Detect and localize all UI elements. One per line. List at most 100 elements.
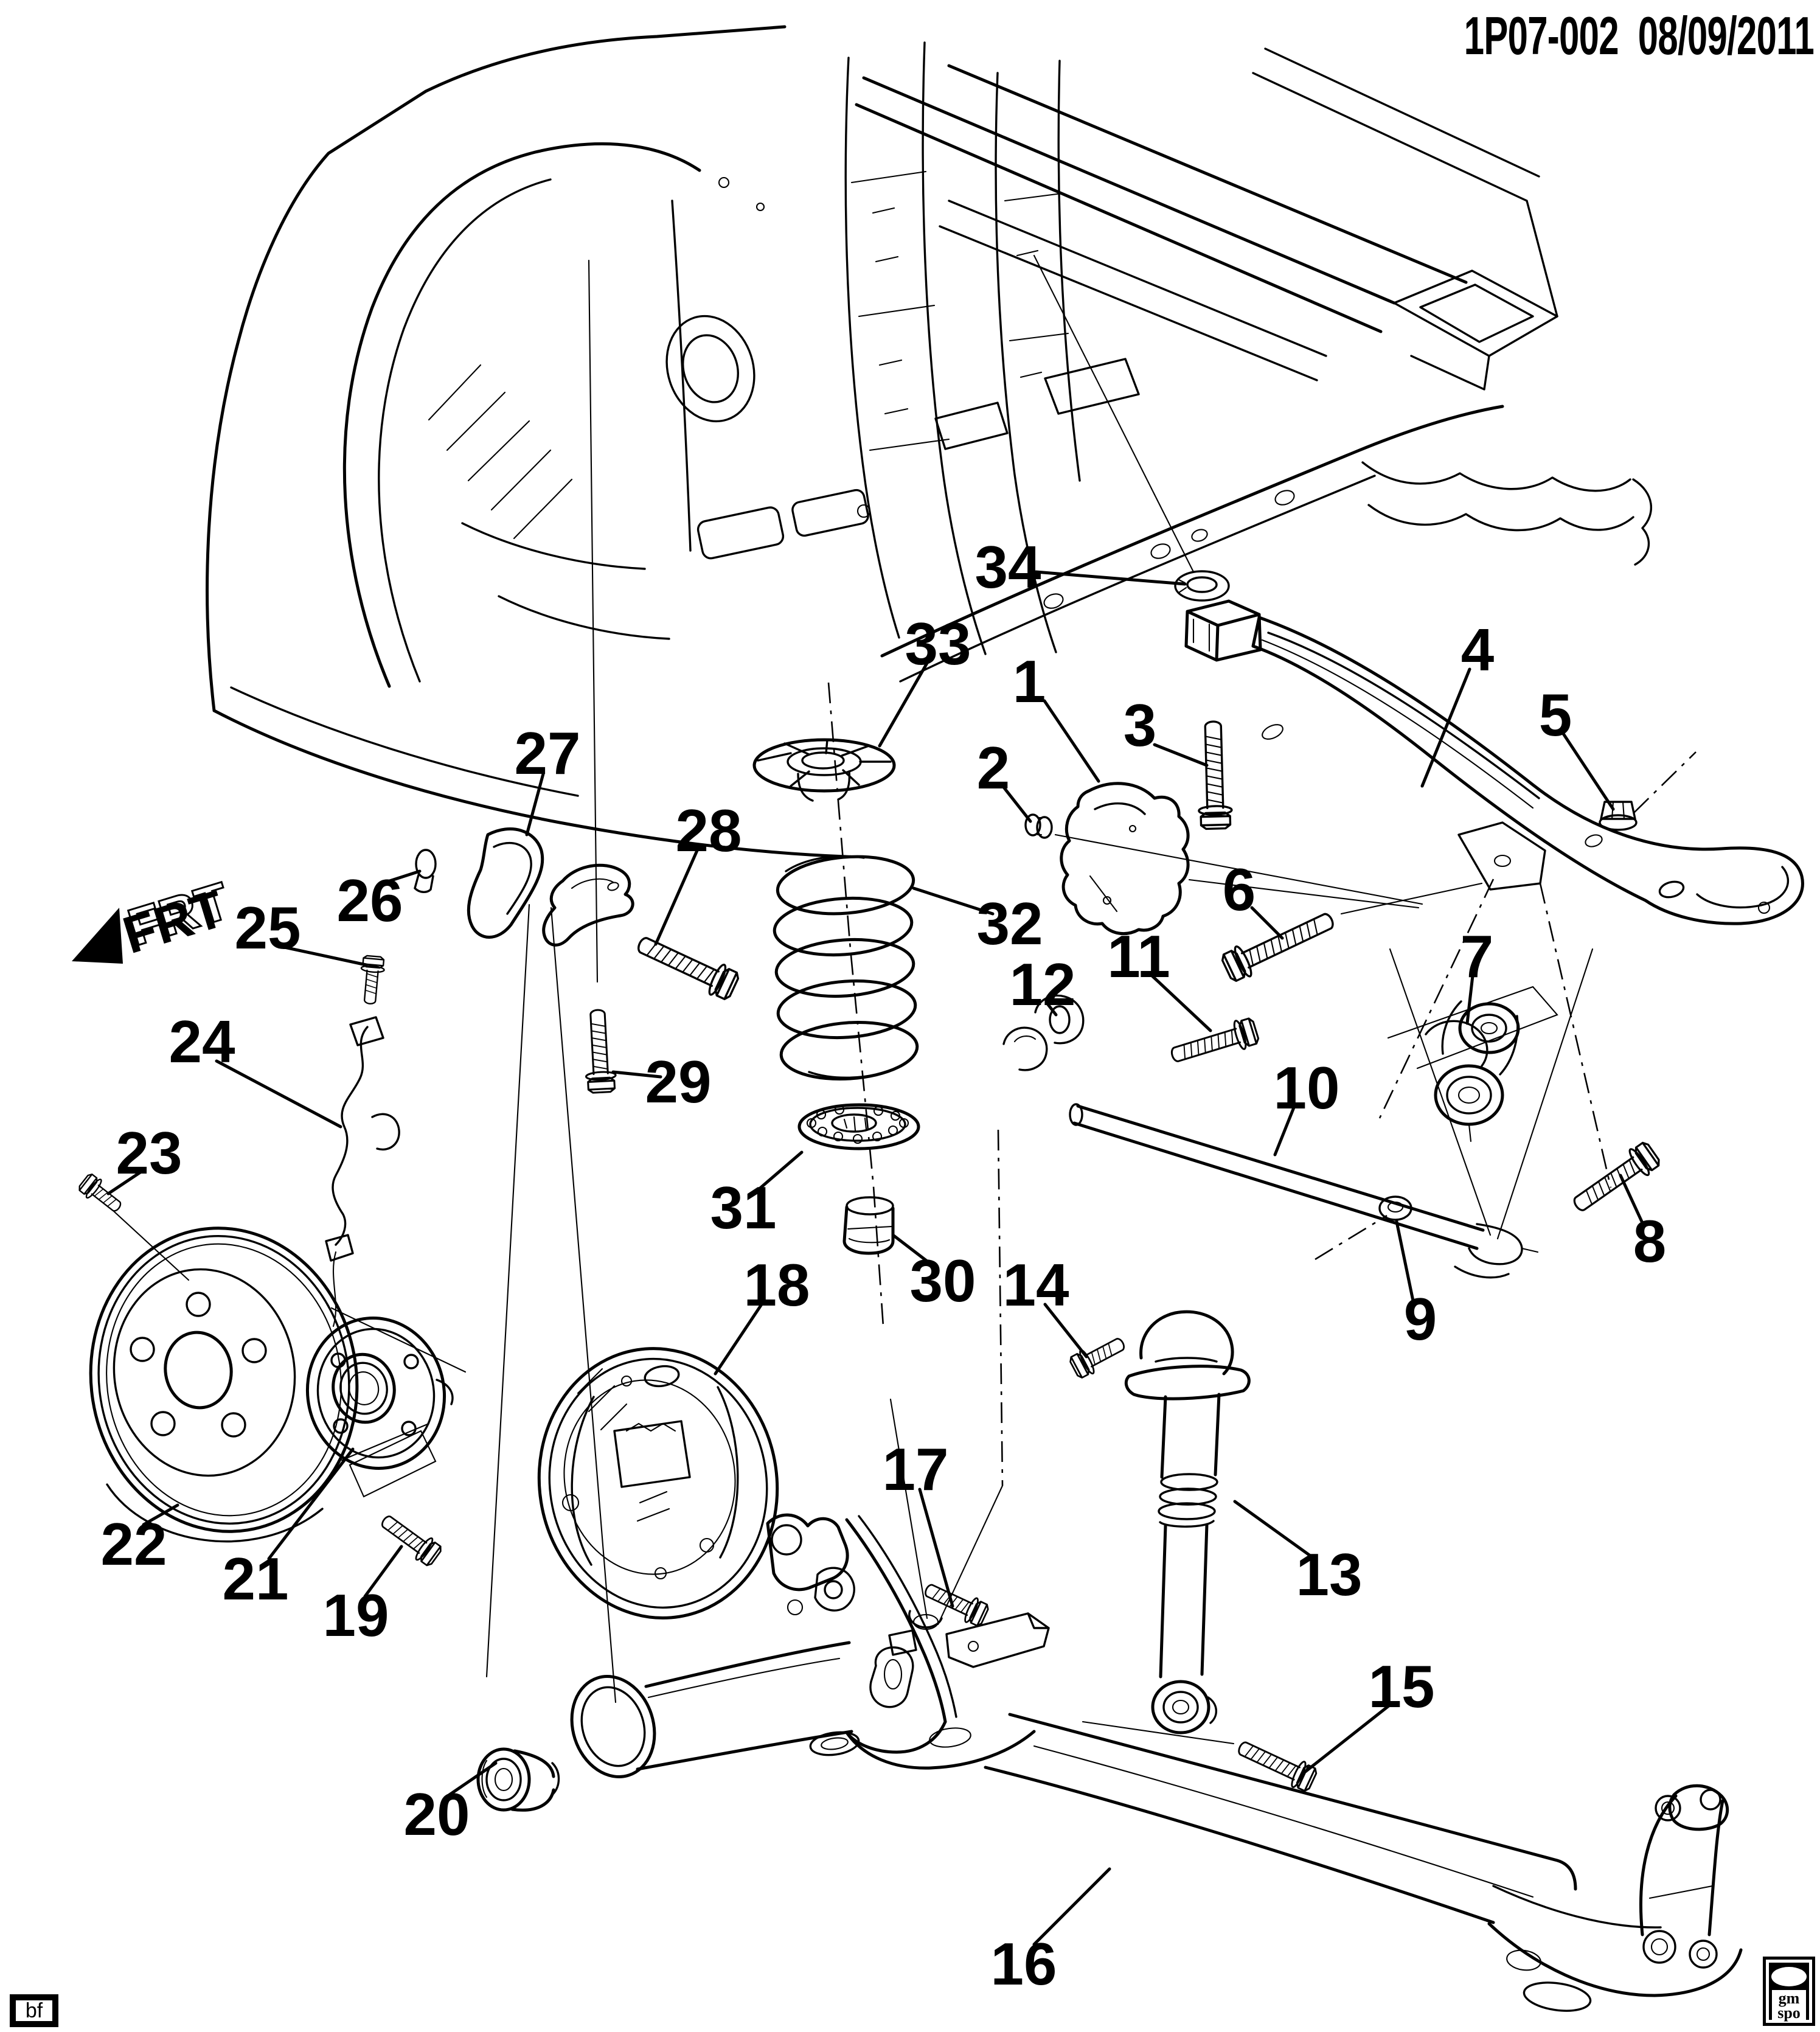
bolt-19-drawing: [381, 1515, 442, 1567]
callout-17-label: 17: [882, 1436, 948, 1503]
rod-bushing-drawing: [1002, 994, 1085, 1071]
gm-spo-logo: gm spo: [1763, 1957, 1815, 2026]
page-corner-tag: bf: [10, 1994, 58, 2027]
callout-14-leader: [1043, 1303, 1088, 1359]
callout-9-label: 9: [1404, 1286, 1437, 1352]
bolt-8-drawing: [1573, 1141, 1660, 1211]
callout-30-label: 30: [909, 1247, 976, 1314]
parkbrake-cable-drawing: [325, 1016, 400, 1327]
callout-28-leader: [654, 849, 699, 946]
callout-16-leader: [1032, 1867, 1111, 1946]
callout-5-label: 5: [1539, 681, 1572, 748]
frt-arrow: FRT FRT: [72, 871, 237, 965]
callout-6-leader: [1250, 906, 1284, 940]
callout-22-label: 22: [100, 1511, 167, 1578]
callout-18-leader: [714, 1303, 763, 1376]
callout-29-leader: [611, 1070, 662, 1079]
callout-20-label: 20: [403, 1781, 470, 1848]
callout-23-leader: [106, 1170, 143, 1195]
callout-18-label: 18: [743, 1251, 810, 1318]
callout-28-label: 28: [675, 797, 742, 864]
callout-3-label: 3: [1124, 692, 1157, 759]
pivot-washer-drawing: [1174, 570, 1230, 602]
callout-12-leader: [1046, 1002, 1058, 1017]
callout-34-leader: [1034, 570, 1187, 586]
corner-label: bf: [25, 1999, 43, 2022]
callout-3-leader: [1153, 743, 1209, 767]
spring-upper-insulator-drawing: [752, 738, 896, 802]
hub-bearing-drawing: [305, 1307, 467, 1498]
callout-9-leader: [1395, 1220, 1415, 1303]
callout-31-label: 31: [710, 1174, 776, 1241]
callout-7-leader: [1465, 974, 1474, 1025]
bolt-3-drawing: [1198, 720, 1233, 830]
callout-25-leader: [280, 945, 368, 967]
shock-absorber-drawing: [1124, 1310, 1251, 1735]
callout-8-leader: [1619, 1174, 1644, 1225]
bolt-6-drawing: [1221, 913, 1334, 982]
callout-22-leader: [142, 1503, 179, 1526]
spring-lower-insulator-drawing: [797, 1103, 920, 1150]
callout-26-label: 26: [336, 867, 403, 934]
bolt-15-drawing: [1238, 1741, 1318, 1792]
callout-33-label: 33: [905, 610, 971, 677]
callout-1-leader: [1043, 699, 1100, 783]
callout-34-label: 34: [974, 534, 1041, 600]
callout-25-label: 25: [234, 894, 300, 961]
callout-30-leader: [891, 1233, 931, 1265]
callout-19-label: 19: [322, 1582, 389, 1649]
callout-2-label: 2: [977, 734, 1010, 801]
stone-shield-drawing: [1060, 782, 1190, 936]
gm-logo-ellipse: [1771, 1967, 1807, 1986]
callout-23-label: 23: [116, 1119, 182, 1186]
callout-11-leader: [1150, 974, 1212, 1032]
grommet-drawing: [1024, 813, 1053, 839]
coil-spring-drawing: [773, 855, 919, 1081]
drawing-date: 08/09/2011: [1638, 5, 1815, 66]
callout-7-label: 7: [1461, 923, 1494, 990]
callout-15-leader: [1304, 1702, 1394, 1773]
frt-label: FRT: [116, 879, 231, 965]
callout-15-label: 15: [1368, 1653, 1434, 1720]
callout-16-label: 16: [990, 1930, 1057, 1997]
callout-13-label: 13: [1296, 1541, 1362, 1608]
callout-12-label: 12: [1009, 951, 1075, 1018]
backing-plate-drawing: [537, 1347, 779, 1620]
callout-26-leader: [380, 869, 422, 885]
callout-32-label: 32: [976, 890, 1043, 957]
callout-4-label: 4: [1461, 616, 1495, 683]
jounce-bumper-drawing: [842, 1196, 895, 1255]
trailing-rod-drawing: [1069, 1103, 1539, 1279]
callout-13-leader: [1233, 1500, 1315, 1559]
callout-1-label: 1: [1013, 648, 1046, 715]
drawing-code: 1P07-002: [1464, 5, 1619, 66]
callout-2-leader: [1002, 785, 1032, 823]
callout-24-label: 24: [168, 1008, 235, 1075]
callout-11-label: 11: [1107, 923, 1170, 990]
bolt-14-drawing: [1069, 1338, 1125, 1379]
bolt-23-drawing: [78, 1173, 122, 1212]
bolt-28-drawing: [637, 937, 740, 1000]
drawing-header: 1P07-002 08/09/2011: [1464, 5, 1815, 67]
callout-6-label: 6: [1223, 856, 1256, 923]
arm-nut-drawing: [1599, 801, 1638, 831]
callout-21-label: 21: [222, 1545, 288, 1612]
projection-lines: [112, 254, 1697, 1745]
rod-nut-drawing: [1378, 1195, 1412, 1221]
callout-33-leader: [878, 661, 929, 748]
callout-10-label: 10: [1273, 1054, 1339, 1121]
bolt-11-drawing: [1170, 1017, 1260, 1062]
callout-31-leader: [756, 1150, 804, 1192]
callout-21-leader: [267, 1447, 355, 1561]
brake-drum-drawing: [89, 1227, 359, 1543]
callout-24-leader: [215, 1059, 342, 1129]
trailing-arm-drawing: [1184, 599, 1804, 925]
callout-27-label: 27: [514, 720, 580, 787]
callout-8-label: 8: [1633, 1208, 1667, 1275]
callout-14-label: 14: [1002, 1251, 1069, 1318]
callout-4-leader: [1420, 667, 1471, 788]
bolt-17-drawing: [925, 1584, 989, 1627]
callout-10-leader: [1273, 1104, 1296, 1157]
